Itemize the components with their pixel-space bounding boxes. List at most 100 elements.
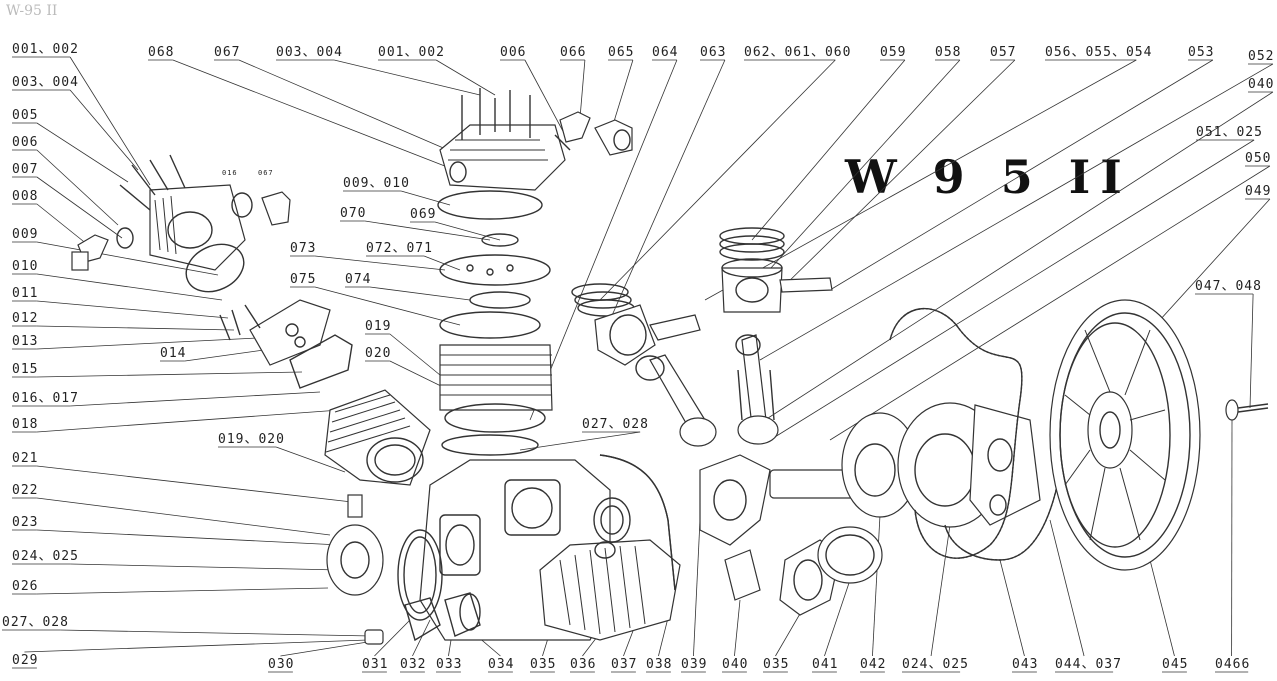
leader-line <box>999 559 1025 657</box>
part-label: 019、020 <box>218 432 285 447</box>
leader-line <box>36 176 123 239</box>
part-label: 006 <box>500 45 526 60</box>
part-label: 066 <box>560 45 586 60</box>
part-label: 059 <box>880 45 906 60</box>
part-label: 074 <box>345 272 371 287</box>
part-label: 064 <box>652 45 678 60</box>
pulley <box>1049 299 1201 571</box>
part-label: 040 <box>722 657 748 672</box>
leader-line <box>36 409 341 433</box>
part-label: 014 <box>160 346 186 361</box>
part-label: 003、004 <box>12 75 79 90</box>
leader-line <box>24 639 369 653</box>
part-label: 036 <box>570 657 596 672</box>
leader-line <box>60 629 373 637</box>
part-label: 001、002 <box>378 45 445 60</box>
part-label: 010 <box>12 259 38 274</box>
part-label: 056、055、054 <box>1045 45 1152 60</box>
leader-line <box>423 255 461 271</box>
leader-line <box>412 619 431 657</box>
leader-line <box>36 203 89 246</box>
part-label: 033 <box>436 657 462 672</box>
leader-line <box>69 56 151 186</box>
top-fittings <box>559 111 633 156</box>
part-label: 023 <box>12 515 38 530</box>
leader-line <box>434 221 501 241</box>
leader-line <box>389 333 441 376</box>
leader-line <box>734 599 741 657</box>
leader-line <box>693 519 701 657</box>
part-label: 003、004 <box>276 45 343 60</box>
leader-line <box>36 497 331 536</box>
part-label: 015 <box>12 362 38 377</box>
part-label: 053 <box>1188 45 1214 60</box>
part-label: 043 <box>1012 657 1038 672</box>
part-label: 009、010 <box>343 176 410 191</box>
part-label: 008 <box>12 189 38 204</box>
leader-line <box>36 465 353 503</box>
left-cylinder <box>324 389 431 486</box>
leader-line <box>751 59 906 241</box>
part-label: 009 <box>12 227 38 242</box>
part-label: 069 <box>410 207 436 222</box>
leader-line <box>529 59 678 421</box>
part-label: 052 <box>1248 49 1274 64</box>
part-label: 011 <box>12 286 38 301</box>
part-label: 018 <box>12 417 38 432</box>
part-label: 058 <box>935 45 961 60</box>
part-label: 005 <box>12 108 38 123</box>
part-label: 024、025 <box>12 549 79 564</box>
part-label: 029 <box>12 653 38 668</box>
leader-line <box>36 300 229 319</box>
leader-line <box>364 220 491 241</box>
part-label: 027、028 <box>582 417 649 432</box>
leader-line <box>872 514 881 657</box>
leader-line <box>824 579 851 657</box>
leader-line <box>829 59 1214 291</box>
leader-line <box>69 89 139 171</box>
leader-line <box>369 286 471 301</box>
leader-line <box>759 59 961 281</box>
part-label: 034 <box>488 657 514 672</box>
leader-line <box>275 446 346 473</box>
part-label: 065 <box>608 45 634 60</box>
part-label: 020 <box>365 346 391 361</box>
connecting-rods <box>635 334 779 447</box>
leader-line <box>36 325 235 331</box>
pulley-bolt <box>1225 399 1269 421</box>
part-label: 013 <box>12 334 38 349</box>
leader-line <box>609 59 726 321</box>
part-label: 026 <box>12 579 38 594</box>
part-label: 035 <box>763 657 789 672</box>
part-label: 070 <box>340 206 366 221</box>
part-label: 051、025 <box>1196 125 1263 140</box>
part-label: 067 <box>214 45 240 60</box>
part-label: 044、037 <box>1055 657 1122 672</box>
part-label: 021 <box>12 451 38 466</box>
leader-line <box>36 241 219 276</box>
leader-line <box>1249 293 1254 409</box>
part-label: 037 <box>611 657 637 672</box>
leader-line <box>314 286 461 326</box>
part-label: 032 <box>400 657 426 672</box>
leader-line <box>36 529 341 546</box>
part-label: 030 <box>268 657 294 672</box>
leader-line <box>1149 559 1175 657</box>
part-label: 049 <box>1245 184 1271 199</box>
middle-hose <box>599 454 676 591</box>
tiny-mark-a: 016 <box>222 169 238 177</box>
leader-line <box>524 59 566 136</box>
part-label: 068 <box>148 45 174 60</box>
leader-line <box>36 587 329 595</box>
part-label: 007 <box>12 162 38 177</box>
header-title: W-95 II <box>6 3 57 19</box>
leader-line <box>70 391 321 407</box>
leader-line <box>930 524 951 657</box>
part-label: 047、048 <box>1195 279 1262 294</box>
part-label: 038 <box>646 657 672 672</box>
leader-line <box>334 59 481 96</box>
leader-line <box>36 371 303 378</box>
part-labels: 001、002003、00400500600700800901001101201… <box>2 42 1274 672</box>
part-label: 027、028 <box>2 615 69 630</box>
part-label: 072、071 <box>366 241 433 256</box>
